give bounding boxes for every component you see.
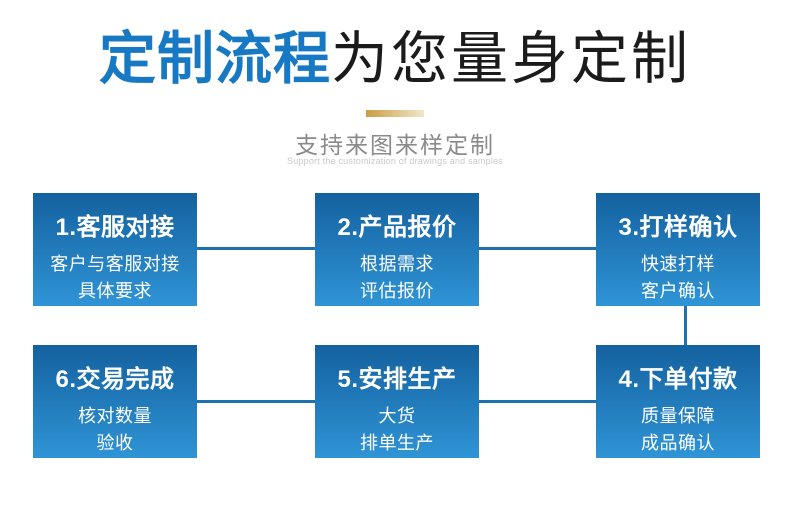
step-card-5: 5.安排生产 大货 排单生产: [315, 345, 479, 458]
step-2-desc-line: 评估报价: [360, 281, 434, 301]
subtitle-english: Support the customization of drawings an…: [287, 156, 503, 166]
step-card-3: 3.打样确认 快速打样 客户确认: [596, 193, 760, 306]
step-card-1: 1.客服对接 客户与客服对接 具体要求: [33, 193, 197, 306]
step-6-title: 6.交易完成: [55, 366, 175, 393]
step-3-title: 3.打样确认: [618, 214, 738, 241]
step-5-desc-line: 排单生产: [360, 433, 434, 453]
connector-step4-step5: [479, 400, 596, 403]
page-title: 定制流程为您量身定制: [0, 27, 790, 92]
step-3-desc-line: 客户确认: [641, 281, 715, 301]
step-5-title: 5.安排生产: [337, 366, 457, 393]
page-title-highlight: 定制流程: [99, 27, 331, 91]
step-1-title: 1.客服对接: [55, 214, 175, 241]
step-4-desc-line: 质量保障: [641, 406, 715, 426]
step-4-desc-line: 成品确认: [641, 433, 715, 453]
step-2-title: 2.产品报价: [337, 214, 457, 241]
subtitle: 支持来图来样定制: [295, 132, 495, 158]
step-4-title: 4.下单付款: [618, 366, 738, 393]
step-2-desc-line: 根据需求: [360, 254, 434, 274]
step-1-desc-line: 客户与客服对接: [50, 254, 180, 274]
step-5-desc-line: 大货: [378, 406, 416, 426]
step-card-6: 6.交易完成 核对数量 验收: [33, 345, 197, 458]
gold-divider-bar: [366, 110, 424, 117]
step-6-desc-line: 核对数量: [78, 406, 152, 426]
step-6-desc-line: 验收: [96, 433, 134, 453]
step-1-desc-line: 具体要求: [78, 281, 152, 301]
connector-step2-step3: [479, 247, 596, 250]
connector-step1-step2: [197, 247, 315, 250]
step-card-4: 4.下单付款 质量保障 成品确认: [596, 345, 760, 458]
connector-step3-step4: [684, 306, 687, 345]
page-title-rest: 为您量身定制: [331, 27, 691, 91]
connector-step5-step6: [197, 400, 315, 403]
step-3-desc-line: 快速打样: [641, 254, 715, 274]
step-card-2: 2.产品报价 根据需求 评估报价: [315, 193, 479, 306]
